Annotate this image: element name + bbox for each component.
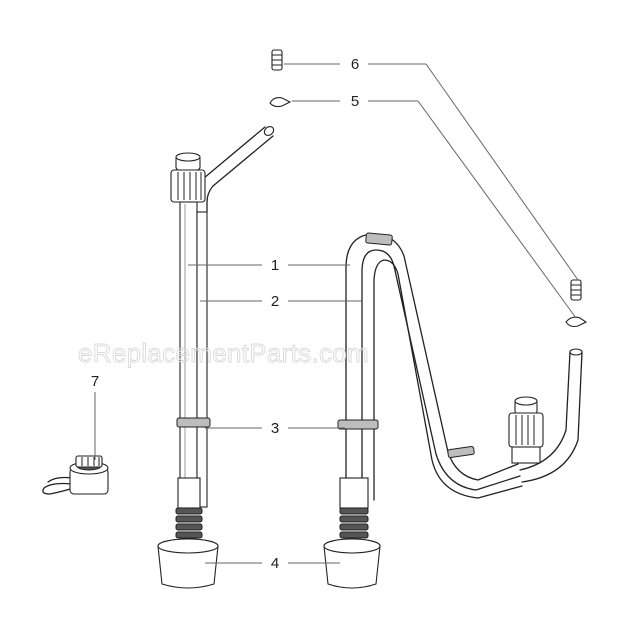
part-6-fitting-installed (570, 279, 582, 301)
part-5-clip-installed (565, 316, 588, 328)
right-hose-strand-a (345, 233, 519, 501)
right-lower-collar (339, 477, 369, 509)
left-lower-collar (177, 477, 201, 509)
part-6-fitting (271, 49, 283, 71)
right-hose-strand-b (361, 249, 521, 501)
left-top-nut (170, 169, 206, 203)
right-return-tube-outer (519, 351, 571, 471)
left-top-cap-rim (175, 152, 201, 162)
right-return-tube-end (569, 348, 583, 356)
left-return-tube-end (263, 126, 275, 136)
right-strainer (323, 545, 381, 589)
left-hose-clip (176, 417, 211, 428)
right-spring-coil (339, 507, 369, 539)
callout-5: 5 (351, 93, 359, 110)
callout-1: 1 (271, 257, 279, 274)
left-return-tube-inner (206, 135, 274, 213)
part-5-clip (269, 97, 292, 108)
callout-6: 6 (351, 56, 359, 73)
callout-3: 3 (271, 420, 279, 437)
callout-7: 7 (91, 373, 99, 390)
right-hose-clip-2 (447, 445, 475, 459)
callout-2: 2 (271, 293, 279, 310)
left-return-line (196, 211, 208, 508)
left-hose-assembly (157, 126, 275, 589)
right-hose-clip (337, 419, 379, 430)
part-7-cap (42, 455, 109, 495)
left-return-tube-outer (195, 126, 266, 211)
right-return-tube-inner (521, 351, 583, 483)
callout-4: 4 (271, 555, 279, 572)
right-fitting-body (511, 446, 541, 464)
leader-lines (94, 63, 579, 564)
right-hose-assembly (323, 232, 583, 589)
right-hose-strand-c (373, 259, 523, 501)
left-spring-coil (175, 507, 203, 539)
right-fitting-nut (508, 412, 544, 448)
left-strainer (157, 545, 219, 589)
watermark: eReplacementParts.com (78, 338, 369, 368)
right-top-sleeve (365, 232, 393, 246)
